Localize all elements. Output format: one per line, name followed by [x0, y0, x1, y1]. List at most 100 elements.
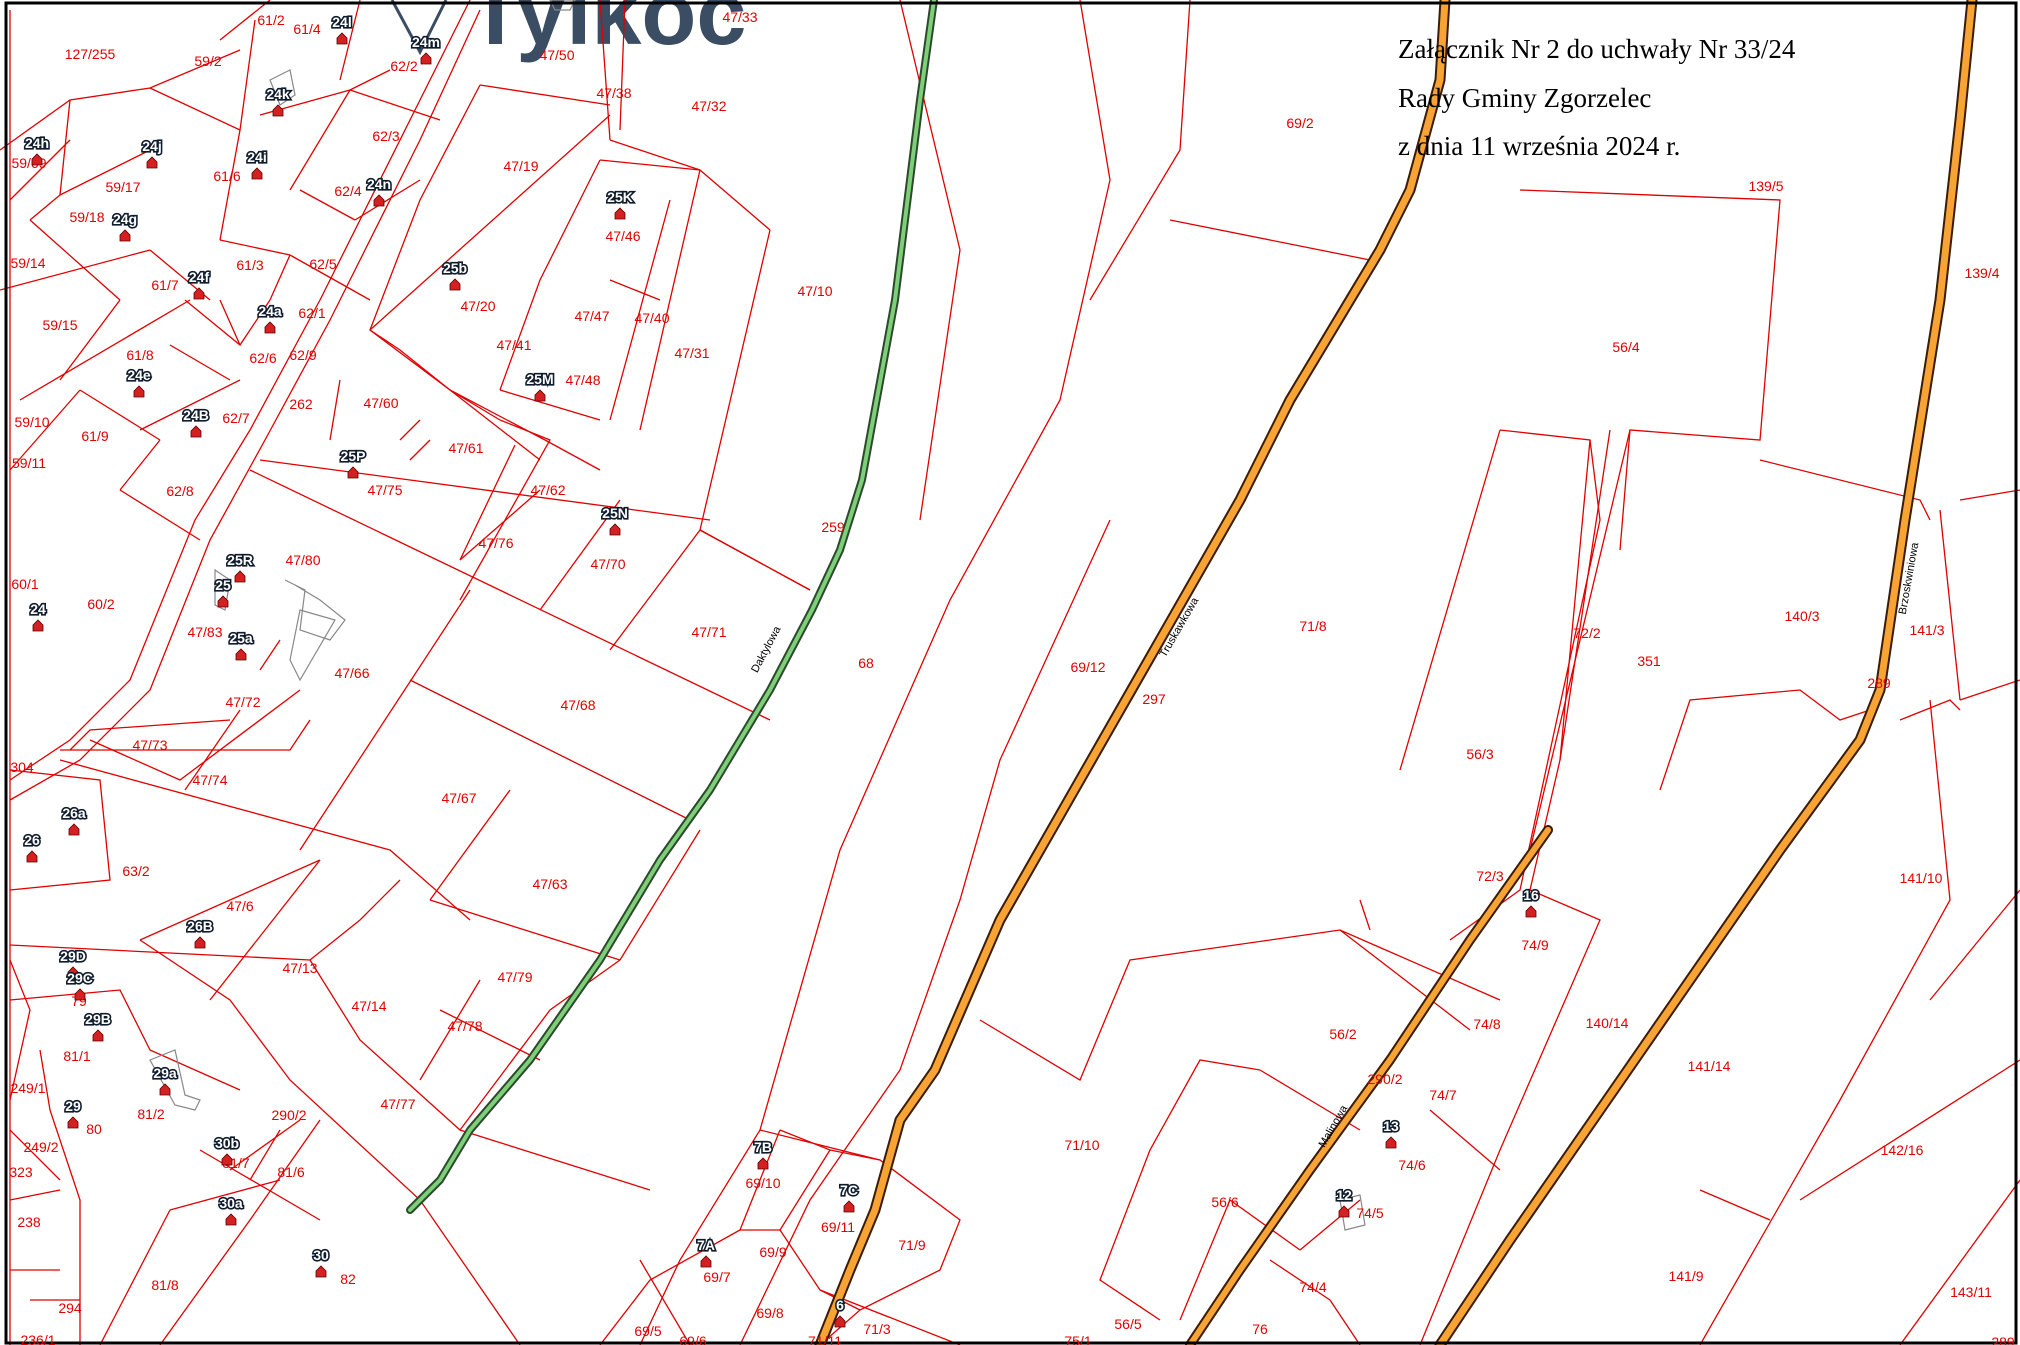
house-marker[interactable]: 25P: [339, 446, 367, 479]
parcel-label: 61/4: [293, 21, 320, 37]
house-marker[interactable]: 25K: [606, 187, 634, 220]
house-marker[interactable]: 29B: [84, 1009, 112, 1042]
parcel-label: 81/1: [63, 1048, 90, 1064]
house-icon: [534, 389, 546, 402]
parcel-label: 47/13: [282, 960, 317, 976]
parcel-label: 47/40: [634, 310, 669, 326]
parcel-label: 142/16: [1881, 1142, 1924, 1158]
house-marker[interactable]: 29D: [59, 946, 87, 979]
house-number: 6: [836, 1297, 844, 1313]
parcel-label: 47/67: [441, 790, 476, 806]
house-number: 24k: [266, 86, 290, 102]
resolution-line-1: Załącznik Nr 2 do uchwały Nr 33/24: [1398, 34, 1796, 64]
house-marker[interactable]: 24k: [265, 84, 291, 117]
parcel-label: 81/6: [277, 1164, 304, 1180]
house-marker[interactable]: 25: [214, 575, 233, 608]
house-number: 24g: [113, 211, 137, 227]
parcel-label: 47/33: [722, 9, 757, 25]
parcel-label: 140/14: [1586, 1015, 1629, 1031]
house-marker[interactable]: 29C: [66, 968, 94, 1001]
house-marker[interactable]: 24j: [141, 136, 163, 169]
house-marker[interactable]: 29: [64, 1096, 83, 1129]
parcel-label: 47/20: [460, 298, 495, 314]
house-icon: [193, 287, 205, 300]
parcel-label: 71/8: [1299, 618, 1326, 634]
house-icon: [146, 156, 158, 169]
parcel-label: 59/11: [12, 455, 46, 471]
house-icon: [159, 1083, 171, 1096]
house-marker[interactable]: 29a: [152, 1063, 178, 1096]
parcel-label: 304: [10, 759, 34, 775]
house-marker[interactable]: 25M: [525, 369, 555, 402]
parcel-label: 47/61: [448, 440, 483, 456]
house-marker[interactable]: 16: [1522, 885, 1541, 918]
house-number: 24j: [142, 138, 161, 154]
house-icon: [1385, 1136, 1397, 1149]
house-number: 7A: [697, 1237, 715, 1253]
house-number: 24h: [25, 135, 49, 151]
house-marker[interactable]: 25R: [226, 550, 254, 583]
house-marker[interactable]: 24e: [126, 365, 152, 398]
house-icon: [700, 1255, 712, 1268]
parcel-label: 74/4: [1299, 1279, 1326, 1295]
parcel-label: 47/62: [530, 482, 565, 498]
house-marker[interactable]: 24a: [257, 301, 283, 334]
parcel-label: 75/1: [1064, 1333, 1091, 1345]
house-icon: [843, 1200, 855, 1213]
parcel-label: 249/1: [10, 1080, 45, 1096]
parcel-label: 47/70: [590, 556, 625, 572]
house-marker[interactable]: 13: [1382, 1116, 1401, 1149]
house-marker[interactable]: 24g: [111, 209, 139, 242]
house-marker[interactable]: 30: [312, 1245, 331, 1278]
house-marker[interactable]: 24m: [410, 32, 442, 65]
house-marker[interactable]: 7A: [695, 1235, 717, 1268]
parcel-label: 47/76: [478, 535, 513, 551]
house-icon: [347, 466, 359, 479]
parcel-label: 141/3: [1909, 622, 1944, 638]
house-number: 26: [24, 832, 40, 848]
house-marker[interactable]: 24l: [331, 12, 353, 45]
house-marker[interactable]: 7C: [838, 1180, 860, 1213]
house-marker[interactable]: 25N: [601, 503, 629, 536]
house-marker[interactable]: 6: [835, 1295, 846, 1328]
parcel-label: 47/68: [560, 697, 595, 713]
house-marker[interactable]: 12: [1335, 1185, 1354, 1218]
house-icon: [272, 104, 284, 117]
parcel-label: 74/5: [1356, 1205, 1383, 1221]
house-marker[interactable]: 24h: [23, 133, 51, 166]
parcel-label: 47/41: [496, 337, 531, 353]
house-number: 12: [1336, 1187, 1352, 1203]
house-icon: [373, 194, 385, 207]
house-marker[interactable]: 25a: [228, 628, 254, 661]
resolution-header: Załącznik Nr 2 do uchwały Nr 33/24 Rady …: [1398, 34, 1796, 161]
parcel-label: 62/3: [372, 128, 399, 144]
house-icon: [32, 619, 44, 632]
house-icon: [221, 1153, 233, 1166]
house-marker[interactable]: 26a: [61, 803, 87, 836]
parcel-label: 60/2: [87, 596, 114, 612]
parcel-label: 47/78: [447, 1018, 482, 1034]
parcel-label: 69/12: [1070, 659, 1105, 675]
parcel-label: 47/31: [674, 345, 709, 361]
brzoskwiniowa-road: [1434, 0, 1978, 1345]
parcel-label: 62/9: [289, 347, 316, 363]
house-marker[interactable]: 26: [23, 830, 42, 863]
parcel-label: 69/2: [1286, 115, 1313, 131]
house-marker[interactable]: 30b: [213, 1133, 241, 1166]
house-marker[interactable]: 30a: [218, 1193, 244, 1226]
parcel-label: 47/32: [691, 98, 726, 114]
parcel-label: 47/19: [503, 158, 538, 174]
house-marker[interactable]: 24i: [246, 147, 268, 180]
parcel-label: 62/2: [390, 58, 417, 74]
house-marker[interactable]: 24: [29, 599, 48, 632]
parcel-label: 139/4: [1964, 265, 1999, 281]
house-marker[interactable]: 24n: [365, 174, 393, 207]
house-marker[interactable]: 24B: [182, 405, 210, 438]
house-marker[interactable]: 25b: [441, 258, 469, 291]
parcel-label: 62/5: [309, 256, 336, 272]
house-marker[interactable]: 7B: [752, 1137, 774, 1170]
house-marker[interactable]: 24f: [187, 267, 211, 300]
parcel-label: 47/72: [225, 694, 260, 710]
house-marker[interactable]: 26B: [186, 916, 214, 949]
